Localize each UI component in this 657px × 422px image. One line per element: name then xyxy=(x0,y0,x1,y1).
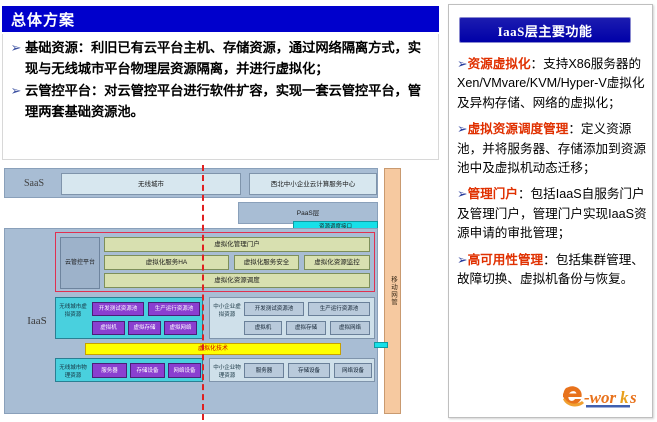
function-heading: 管理门户 xyxy=(467,187,518,202)
storage-device-left: 存储设备 xyxy=(130,363,165,378)
virtual-network-left: 虚拟网络 xyxy=(164,321,197,335)
arrow-bullet-icon: ➢ xyxy=(10,83,22,98)
function-heading: 高可用性管理 xyxy=(467,252,544,267)
list-item-text: 云管控平台：对云管控平台进行软件扩容，实现一套云管控平台，管理两套基础资源池。 xyxy=(25,83,421,119)
virtual-resources-sme: 中小企业虚拟资源 开发测试资源池 生产运行资源池 虚拟机 虚拟存储 虚拟网络 xyxy=(209,297,375,339)
server-left: 服务器 xyxy=(92,363,127,378)
saas-layer-row: SaaS 无线城市 西北中小企业云计算服务中心 xyxy=(4,168,378,198)
page-title: 总体方案 xyxy=(11,11,76,29)
function-heading: 资源虚拟化 xyxy=(467,57,531,71)
module-virtualization-monitor: 虚拟化资源监控 xyxy=(304,255,370,270)
saas-layer-label: SaaS xyxy=(24,178,44,189)
list-item: ➢ 云管控平台：对云管控平台进行软件扩容，实现一套云管控平台，管理两套基础资源池… xyxy=(7,81,430,122)
arrow-bullet-icon: ➢ xyxy=(457,187,468,202)
cloud-management-block: 云管控平台 虚拟化管理门户 虚拟化服务HA 虚拟化服务安全 虚拟化资源监控 虚拟… xyxy=(55,232,375,292)
virtual-storage-right: 虚拟存储 xyxy=(286,321,326,335)
function-heading: 虚拟资源调度管理 xyxy=(467,122,569,137)
list-item-text: 基础资源：利旧已有云平台主机、存储资源，通过网络隔离方式，实现与无线城市平台物理… xyxy=(25,40,421,76)
virtualization-technology-band: 虚拟化技术 xyxy=(85,343,341,355)
network-device-right: 网络设备 xyxy=(334,363,372,378)
list-item: ➢ 基础资源：利旧已有云平台主机、存储资源，通过网络隔离方式，实现与无线城市平台… xyxy=(7,38,430,79)
connector-node-icon xyxy=(374,342,388,348)
overall-plan-panel: 总体方案 ➢ 基础资源：利旧已有云平台主机、存储资源，通过网络隔离方式，实现与无… xyxy=(2,6,439,420)
pool-production-right: 生产运行资源池 xyxy=(308,302,370,316)
pool-production-left: 生产运行资源池 xyxy=(148,302,200,316)
function-body: ：包括集群管理、故障切换、虚拟机备份与恢复。 xyxy=(457,252,644,287)
physical-resources-right-label: 中小企业物理资源 xyxy=(213,365,241,379)
virtual-machine-right: 虚拟机 xyxy=(244,321,282,335)
saas-app-wireless-city: 无线城市 xyxy=(61,173,241,195)
function-body: ：包括IaaS自服务门户及管理门户，管理门户实现IaaS资源申请的审批管理； xyxy=(457,187,647,241)
arrow-bullet-icon: ➢ xyxy=(457,57,468,71)
iaas-layer-container: IaaS 云管控平台 虚拟化管理门户 虚拟化服务HA 虚拟化服务安全 虚拟化资源… xyxy=(4,228,378,414)
physical-resources-wireless-city: 无线城市物理资源 服务器 存储设备 网络设备 xyxy=(55,358,203,382)
virtual-storage-left: 虚拟存储 xyxy=(128,321,161,335)
module-virtualization-security: 虚拟化服务安全 xyxy=(234,255,299,270)
virtual-resources-left-label: 无线城市虚拟资源 xyxy=(59,304,87,318)
saas-app-sme-cloud-center: 西北中小企业云计算服务中心 xyxy=(249,173,377,195)
function-body: ：定义资源池，并将服务器、存储添加到资源池中及虚拟机动态迁移； xyxy=(457,122,646,176)
arrow-bullet-icon: ➢ xyxy=(457,252,468,267)
list-item: ➢管理门户：包括IaaS自服务门户及管理门户，管理门户实现IaaS资源申请的审批… xyxy=(457,185,649,243)
iaas-functions-list: ➢资源虚拟化：支持X86服务器的Xen/VMvare/KVM/Hyper-V虚拟… xyxy=(455,55,651,385)
virtual-network-right: 虚拟网络 xyxy=(330,321,370,335)
svg-text:-wor: -wor xyxy=(584,388,617,407)
list-item: ➢资源虚拟化：支持X86服务器的Xen/VMvare/KVM/Hyper-V虚拟… xyxy=(457,55,649,113)
list-item: ➢高可用性管理：包括集群管理、故障切换、虚拟机备份与恢复。 xyxy=(457,251,649,290)
physical-resources-sme: 中小企业物理资源 服务器 存储设备 网络设备 xyxy=(209,358,375,382)
physical-resources-left-label: 无线城市物理资源 xyxy=(59,365,87,379)
server-right: 服务器 xyxy=(244,363,284,378)
storage-device-right: 存储设备 xyxy=(288,363,330,378)
function-body: ：支持X86服务器的Xen/VMvare/KVM/Hyper-V虚拟化及异构存储… xyxy=(457,57,645,110)
arrow-bullet-icon: ➢ xyxy=(10,40,22,55)
pool-dev-test-right: 开发测试资源池 xyxy=(244,302,304,316)
module-virtualization-ha: 虚拟化服务HA xyxy=(104,255,229,270)
virtual-resources-wireless-city: 无线城市虚拟资源 开发测试资源池 生产运行资源池 虚拟机 虚拟存储 虚拟网络 xyxy=(55,297,203,339)
cloud-control-platform-box: 云管控平台 xyxy=(60,237,100,289)
arrow-bullet-icon: ➢ xyxy=(457,122,468,137)
pool-dev-test-left: 开发测试资源池 xyxy=(92,302,144,316)
architecture-diagram: SaaS 无线城市 西北中小企业云计算服务中心 PaaS层 资源调度接口 Iaa… xyxy=(2,165,439,420)
list-item: ➢虚拟资源调度管理：定义资源池，并将服务器、存储添加到资源池中及虚拟机动态迁移； xyxy=(457,120,649,178)
separation-divider xyxy=(202,165,204,420)
svg-text:s: s xyxy=(629,388,637,407)
virtual-resources-right-label: 中小企业虚拟资源 xyxy=(213,304,241,318)
virtual-machine-left: 虚拟机 xyxy=(92,321,125,335)
panel-title-bar: 总体方案 xyxy=(2,6,439,32)
module-virtualization-portal: 虚拟化管理门户 xyxy=(104,237,370,252)
network-device-left: 网络设备 xyxy=(168,363,201,378)
iaas-functions-title: IaaS层主要功能 xyxy=(459,17,631,43)
svg-text:k: k xyxy=(620,388,629,407)
iaas-functions-panel: IaaS层主要功能 ➢资源虚拟化：支持X86服务器的Xen/VMvare/KVM… xyxy=(448,4,653,418)
mobile-network-management-label: 移动网管 xyxy=(389,276,397,306)
iaas-layer-label: IaaS xyxy=(27,315,47,327)
mobile-network-management-bar: 移动网管 xyxy=(384,168,401,414)
bullet-list: ➢ 基础资源：利旧已有云平台主机、存储资源，通过网络隔离方式，实现与无线城市平台… xyxy=(2,34,439,160)
module-virtualization-scheduling: 虚拟化资源调度 xyxy=(104,273,370,288)
